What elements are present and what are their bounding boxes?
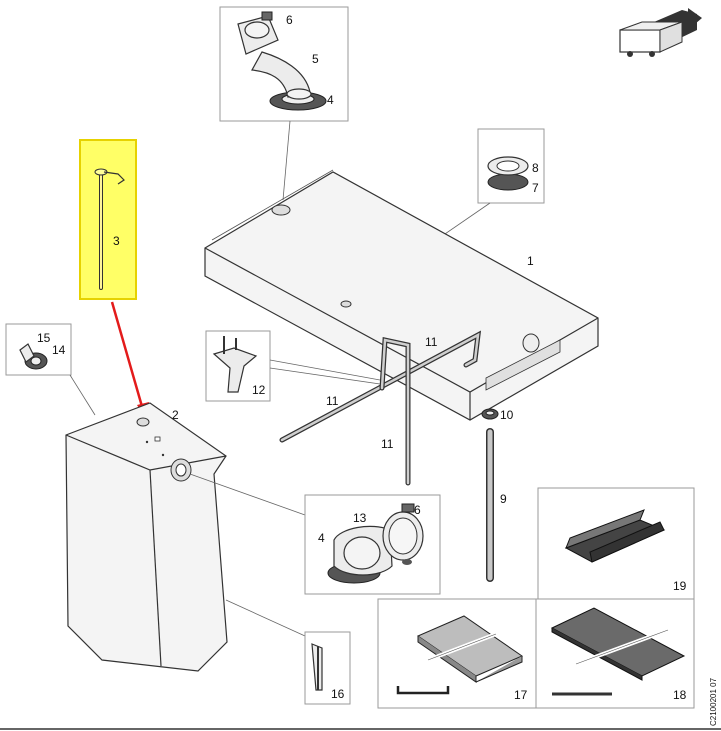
label-part-13: 13 (353, 511, 367, 525)
label-part-11-c: 11 (381, 437, 394, 451)
label-part-6-top: 6 (286, 13, 293, 27)
label-part-7: 7 (532, 181, 539, 195)
label-part-4-top: 4 (327, 93, 334, 107)
main-tank: 1 (204, 169, 599, 421)
detail-box-cap: 13 6 4 (304, 494, 441, 595)
label-part-3: 3 (113, 234, 120, 248)
label-part-14: 14 (52, 343, 66, 357)
detail-box-rail-strip: 17 (377, 598, 537, 709)
label-part-12: 12 (252, 383, 266, 397)
label-part-17: 17 (514, 688, 528, 702)
label-part-16: 16 (331, 687, 345, 701)
label-part-6-mid: 6 (414, 503, 421, 517)
detail-box-pad-profile: 19 (537, 487, 695, 600)
highlighted-part-dipstick: 3 (79, 139, 137, 300)
reservoir-tank: 2 (65, 402, 306, 672)
label-part-9: 9 (500, 492, 507, 506)
detail-box-flat-strip: 18 (535, 598, 695, 709)
red-arrow (110, 301, 149, 420)
label-part-4-mid: 4 (318, 531, 325, 545)
detail-box-filler-neck: 6 5 4 (219, 6, 349, 201)
detail-box-clip: 12 (205, 330, 381, 402)
label-part-5: 5 (312, 52, 319, 66)
label-part-8: 8 (532, 161, 539, 175)
label-part-2: 2 (172, 408, 179, 422)
pipes-11: 11 11 11 (279, 330, 482, 486)
truck-direction-icon (619, 8, 702, 57)
label-part-11-b: 11 (326, 394, 339, 408)
label-part-19: 19 (673, 579, 687, 593)
label-part-1: 1 (527, 254, 534, 268)
detail-box-plug: 15 14 (5, 323, 96, 416)
document-code: C2100201 07 (709, 677, 718, 726)
detail-box-seal: 8 7 (345, 128, 545, 303)
label-part-10: 10 (500, 408, 514, 422)
label-part-18: 18 (673, 688, 687, 702)
detail-box-strip: 16 (304, 631, 351, 705)
label-part-11-a: 11 (425, 335, 438, 349)
label-part-15: 15 (37, 331, 51, 345)
hose-and-nut: 10 9 (481, 408, 514, 582)
